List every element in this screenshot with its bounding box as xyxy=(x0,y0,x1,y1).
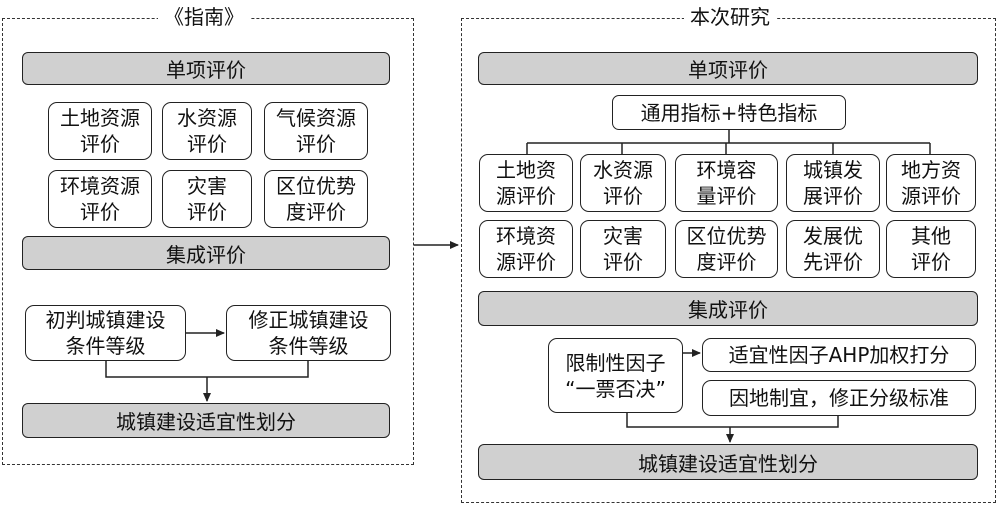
left-item-water-line1: 水资源 xyxy=(177,106,237,130)
left-item-environment-line2: 评价 xyxy=(80,200,120,224)
left-item-climate-line1: 气候资源 xyxy=(276,106,356,130)
adjust-standard-box: 因地制宜，修正分级标准 xyxy=(702,380,976,416)
right-result-bar: 城镇建设适宜性划分 xyxy=(478,444,978,480)
left-item-location: 区位优势度评价 xyxy=(264,170,368,228)
right-item-environment-line1: 环境资 xyxy=(496,224,556,248)
right-item-other-line1: 其他 xyxy=(911,224,951,248)
right-item-dev-priority: 发展优先评价 xyxy=(786,220,880,278)
revised-grade-line1: 修正城镇建设 xyxy=(248,308,369,332)
right-item-location: 区位优势度评价 xyxy=(675,220,778,278)
right-item-local-resource: 地方资源评价 xyxy=(886,154,976,212)
initial-grade-box: 初判城镇建设条件等级 xyxy=(25,305,186,361)
left-item-land-line1: 土地资源 xyxy=(60,106,140,130)
left-integrated-eval-bar: 集成评价 xyxy=(22,236,390,270)
guideline-panel-title: 《指南》 xyxy=(158,5,250,29)
left-result-label: 城镇建设适宜性划分 xyxy=(116,410,296,434)
limiting-factor-line2: “一票否决” xyxy=(565,376,666,401)
right-item-env-capacity-line2: 量评价 xyxy=(696,184,757,208)
left-item-disaster-line1: 灾害 xyxy=(187,174,227,198)
initial-grade-line1: 初判城镇建设 xyxy=(45,308,166,332)
left-item-disaster: 灾害评价 xyxy=(162,170,252,228)
right-item-local-resource-line1: 地方资 xyxy=(901,158,961,182)
right-integrated-eval-bar: 集成评价 xyxy=(478,291,978,326)
left-item-climate: 气候资源评价 xyxy=(264,102,368,160)
right-item-urban-dev-line1: 城镇发 xyxy=(803,158,863,182)
right-item-water-line1: 水资源 xyxy=(593,158,653,182)
left-integrated-eval-label: 集成评价 xyxy=(166,242,246,267)
right-item-env-capacity-line1: 环境容 xyxy=(696,158,757,182)
initial-grade-line2: 条件等级 xyxy=(65,334,146,358)
ahp-scoring-box: 适宜性因子AHP加权打分 xyxy=(702,338,976,372)
ahp-scoring-label: 适宜性因子AHP加权打分 xyxy=(728,343,950,367)
right-item-location-line1: 区位优势 xyxy=(686,224,767,248)
left-item-environment-line1: 环境资源 xyxy=(60,174,140,198)
right-item-environment-line2: 源评价 xyxy=(496,250,556,274)
indicators-box: 通用指标+特色指标 xyxy=(612,95,846,130)
right-result-label: 城镇建设适宜性划分 xyxy=(638,451,818,476)
left-item-location-line2: 度评价 xyxy=(286,200,346,224)
right-item-dev-priority-line2: 先评价 xyxy=(803,250,863,274)
left-item-disaster-line2: 评价 xyxy=(187,200,227,224)
right-item-local-resource-line2: 源评价 xyxy=(901,184,961,208)
study-panel-title: 本次研究 xyxy=(684,5,776,29)
right-item-water-line2: 评价 xyxy=(603,184,643,208)
left-item-land-line2: 评价 xyxy=(80,132,120,156)
indicators-label: 通用指标+特色指标 xyxy=(640,100,818,125)
right-item-dev-priority-line1: 发展优 xyxy=(803,224,863,248)
left-single-eval-label: 单项评价 xyxy=(166,58,246,82)
left-item-location-line1: 区位优势 xyxy=(276,174,356,198)
right-item-urban-dev: 城镇发展评价 xyxy=(786,154,880,212)
left-item-environment: 环境资源评价 xyxy=(48,170,152,228)
left-item-water-line2: 评价 xyxy=(187,132,227,156)
revised-grade-box: 修正城镇建设条件等级 xyxy=(226,305,391,361)
left-item-water: 水资源评价 xyxy=(162,102,252,160)
right-merge-line xyxy=(626,413,839,428)
right-integrated-eval-label: 集成评价 xyxy=(688,298,768,322)
limiting-factor-line1: 限制性因子 xyxy=(565,350,666,375)
right-single-eval-label: 单项评价 xyxy=(688,58,768,82)
left-single-eval-bar: 单项评价 xyxy=(22,52,390,85)
left-item-land: 土地资源评价 xyxy=(48,102,152,160)
right-item-location-line2: 度评价 xyxy=(696,250,757,274)
revised-grade-line2: 条件等级 xyxy=(268,334,349,358)
right-item-disaster: 灾害评价 xyxy=(580,220,666,278)
adjust-standard-label: 因地制宜，修正分级标准 xyxy=(729,386,949,410)
right-item-water: 水资源评价 xyxy=(580,154,666,212)
left-item-climate-line2: 评价 xyxy=(296,132,336,156)
right-item-other-line2: 评价 xyxy=(911,250,951,274)
right-single-eval-bar: 单项评价 xyxy=(478,52,978,85)
right-item-land: 土地资源评价 xyxy=(479,154,573,212)
right-item-env-capacity: 环境容量评价 xyxy=(675,154,778,212)
limiting-factor-box: 限制性因子“一票否决” xyxy=(548,338,683,413)
right-item-land-line2: 源评价 xyxy=(496,184,556,208)
right-item-other: 其他评价 xyxy=(886,220,976,278)
right-item-land-line1: 土地资 xyxy=(496,158,556,182)
left-result-bar: 城镇建设适宜性划分 xyxy=(22,403,390,438)
right-item-disaster-line1: 灾害 xyxy=(603,224,643,248)
right-item-disaster-line2: 评价 xyxy=(603,250,643,274)
right-item-environment: 环境资源评价 xyxy=(479,220,573,278)
right-item-urban-dev-line2: 展评价 xyxy=(803,184,863,208)
